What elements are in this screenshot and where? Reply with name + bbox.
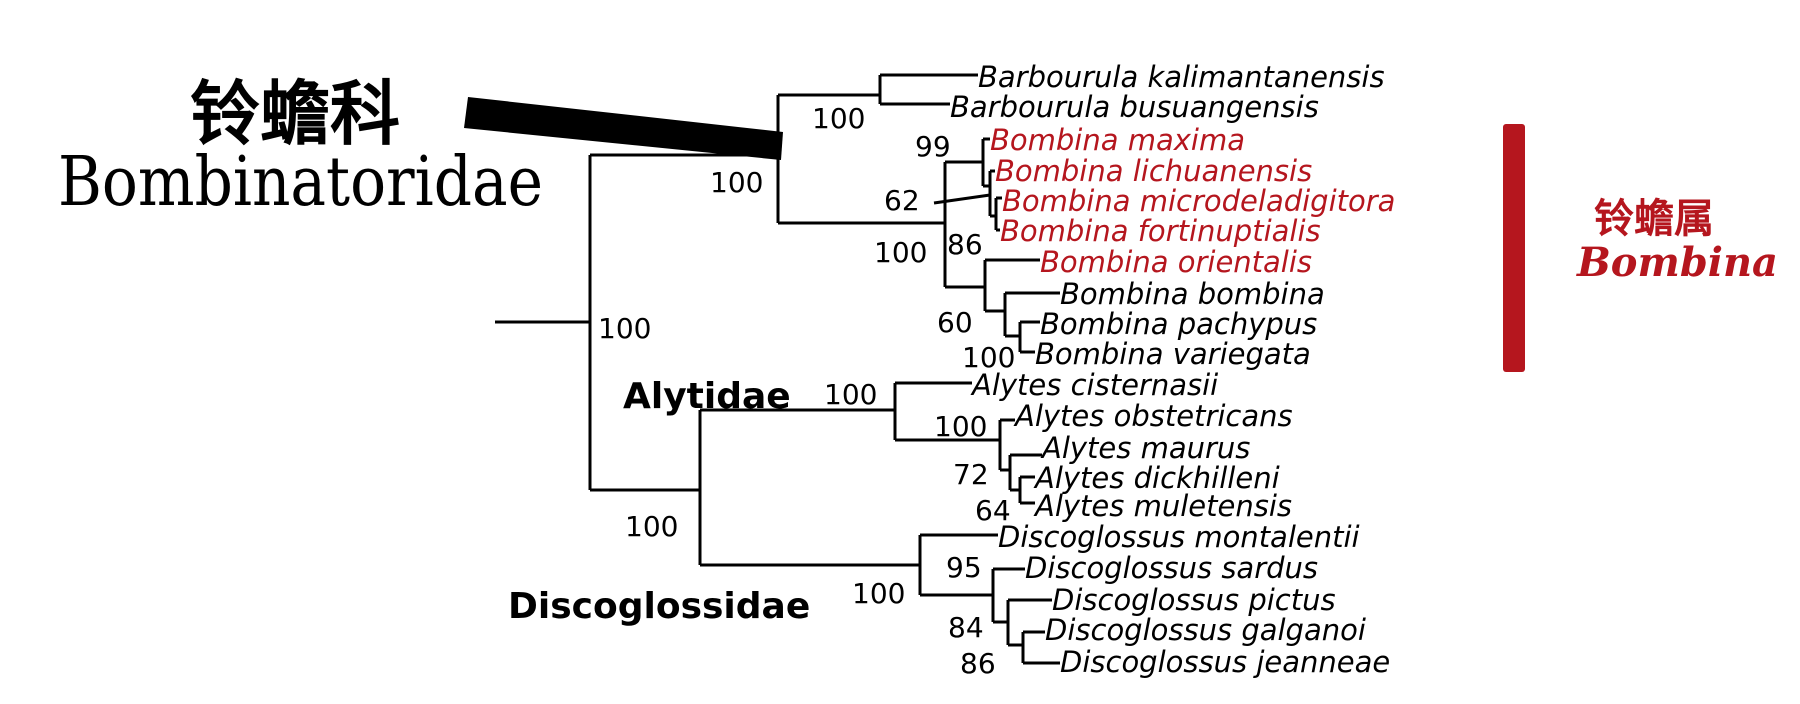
- family-title-latin: Bombinatoridae: [58, 143, 543, 222]
- taxon-label: Alytes maurus: [1040, 431, 1250, 465]
- taxon-label: Discoglossus galganoi: [1045, 613, 1366, 647]
- family-pointer-wedge: [464, 97, 783, 160]
- taxon-label: Barbourula kalimantanensis: [978, 60, 1385, 94]
- taxon-label: Discoglossus montalentii: [998, 520, 1360, 554]
- support-value: 100: [934, 410, 987, 443]
- genus-label-chinese: 铃蟾属: [1594, 195, 1714, 242]
- taxon-label: Bombina orientalis: [1040, 245, 1312, 279]
- genus-bracket-bar: [1503, 124, 1525, 372]
- taxon-label: Discoglossus pictus: [1052, 583, 1336, 617]
- support-value: 100: [962, 341, 1015, 374]
- support-value: 100: [812, 102, 865, 135]
- taxon-label: Discoglossus jeanneae: [1060, 645, 1390, 679]
- taxon-label: Barbourula busuangensis: [950, 90, 1319, 124]
- support-value: 100: [852, 577, 905, 610]
- support-value: 100: [874, 236, 927, 269]
- support-value: 72: [953, 458, 989, 491]
- taxon-label: Alytes dickhilleni: [1033, 461, 1280, 495]
- taxon-label: Alytes obstetricans: [1013, 399, 1293, 433]
- support-value: 64: [975, 494, 1011, 527]
- family-title-chinese: 铃蟾科: [190, 72, 400, 155]
- genus-label-latin: Bombina: [1576, 239, 1778, 286]
- taxon-labels: Barbourula kalimantanensis Barbourula bu…: [950, 60, 1395, 679]
- tree-branches: [495, 73, 1060, 665]
- support-value: 100: [710, 166, 763, 199]
- support-value: 100: [824, 378, 877, 411]
- taxon-label: Bombina variegata: [1035, 337, 1311, 371]
- taxon-label: Bombina bombina: [1060, 277, 1325, 311]
- support-value: 62: [884, 184, 920, 217]
- support-values: 100 100 100 100 99 62 86 60 100 100 100 …: [598, 102, 1015, 680]
- support-value: 86: [960, 647, 996, 680]
- taxon-label: Alytes muletensis: [1033, 489, 1292, 523]
- support-value: 100: [598, 312, 651, 345]
- family-label-alytidae: Alytidae: [623, 376, 791, 417]
- taxon-label: Discoglossus sardus: [1025, 551, 1318, 585]
- support-value: 95: [946, 551, 982, 584]
- taxon-label: Bombina pachypus: [1040, 307, 1317, 341]
- taxon-label: Bombina microdeladigitora: [1002, 184, 1395, 218]
- support-value: 99: [915, 130, 951, 163]
- support-value: 60: [937, 306, 973, 339]
- taxon-label: Alytes cisternasii: [970, 368, 1218, 402]
- support-value: 100: [625, 510, 678, 543]
- taxon-label: Bombina maxima: [990, 123, 1245, 157]
- taxon-label: Bombina lichuanensis: [995, 154, 1312, 188]
- taxon-label: Bombina fortinuptialis: [1000, 214, 1321, 248]
- family-label-discoglossidae: Discoglossidae: [508, 586, 810, 627]
- support-value: 86: [947, 228, 983, 261]
- support-value: 84: [948, 611, 984, 644]
